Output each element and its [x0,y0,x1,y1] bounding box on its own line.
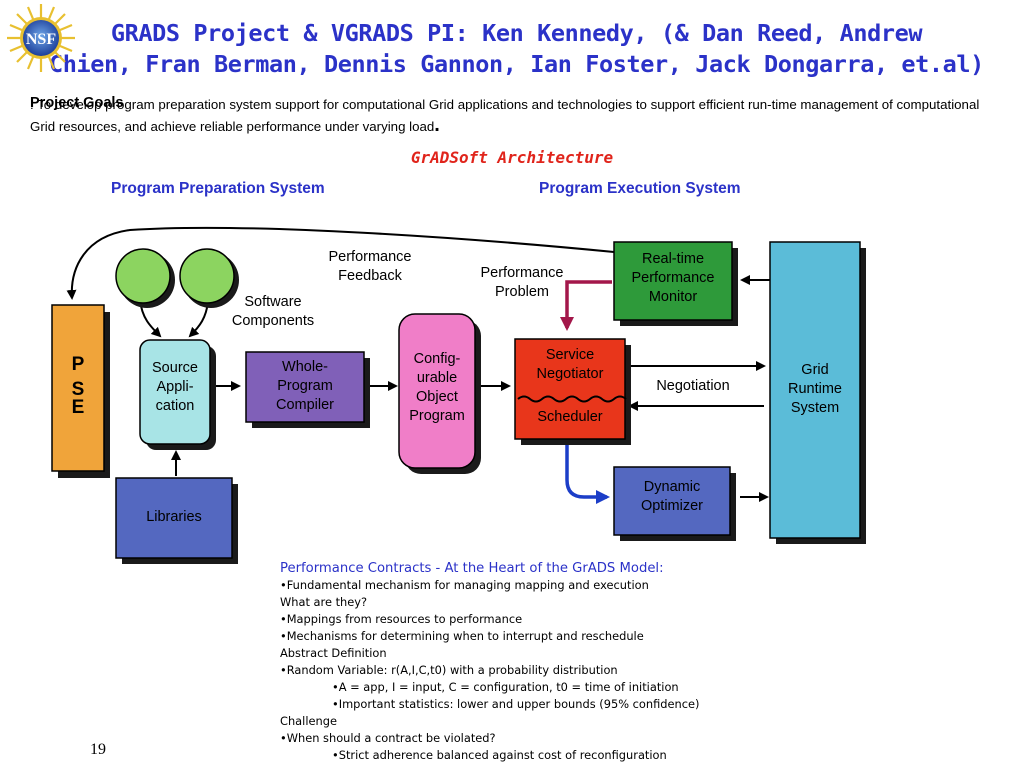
project-goals-label: Project Goals [30,95,124,111]
negotiator-divider [517,395,627,403]
project-goals-end: . [434,114,440,136]
pse-box: P S E [51,304,110,478]
contracts-list: •Fundamental mechanism for managing mapp… [280,577,1000,764]
cop-line2: urable [416,370,458,386]
contracts-line: •Strict adherence balanced against cost … [332,748,667,762]
pse-letter-s: S [72,379,85,400]
slide-title-line1: GRADS Project & VGRADS PI: Ken Kennedy, … [110,19,923,47]
contracts-line: •Fundamental mechanism for managing mapp… [280,578,649,592]
source-application-label: Source Appli- cation [140,359,210,416]
source-line2: Appli- [156,379,194,395]
contracts-line: •Mechanisms for determining when to inte… [280,629,644,643]
contracts-line: What are they? [280,595,368,609]
grid-line2: Runtime [788,381,842,397]
nsf-logo: NSF [7,4,75,72]
source-application-box [139,339,216,450]
page-number: 19 [90,741,106,758]
contracts-line: •A = app, I = input, C = configuration, … [332,680,679,694]
configurable-object-program-box [398,313,481,474]
software-components-line1: Software [244,294,302,310]
contracts-line: •Mappings from resources to performance [280,612,523,626]
software-components-line2: Components [231,313,315,329]
performance-monitor-box [613,241,738,326]
performance-problem-line2: Problem [495,284,549,300]
monitor-line3: Monitor [648,289,698,305]
exec-system-heading: Program Execution System [539,180,741,197]
performance-feedback-line2: Feedback [338,268,402,284]
grid-label: Grid Runtime System [770,361,860,418]
negotiator-label: Service Negotiator [515,346,625,384]
contracts-line: •Random Variable: r(A,I,C,t0) with a pro… [280,663,618,677]
cop-line3: Object [416,389,458,405]
contracts-line: Abstract Definition [280,646,387,660]
performance-feedback-label: Performance Feedback [310,248,430,286]
optimizer-line2: Optimizer [640,498,704,514]
cop-label: Config- urable Object Program [399,350,475,426]
compiler-line1: Whole- [282,359,328,375]
grid-line3: System [790,400,840,416]
scheduler-optimizer-arrow [565,440,610,504]
software-components-label: Software Components [218,293,328,331]
negotiator-line2: Negotiator [536,366,604,382]
performance-feedback-arrow [66,226,615,300]
compiler-line2: Program [277,378,333,394]
architecture-title: GrADSoft Architecture [410,148,614,167]
source-line1: Source [152,360,198,376]
pse-letter-e: E [72,397,85,418]
project-goals: Project Goals: To develop program prepar… [30,94,1005,137]
performance-problem-arrow [560,280,612,331]
contracts-heading: Performance Contracts - At the Heart of … [280,561,664,576]
compiler-label: Whole- Program Compiler [246,358,364,415]
monitor-label: Real-time Performance Monitor [614,250,732,307]
nsf-logo-text: NSF [26,31,56,48]
grid-line1: Grid [801,362,829,378]
negotiator-scheduler-box [514,338,631,445]
negotiation-label: Negotiation [656,378,730,394]
grid-runtime-box [769,241,866,544]
libraries-label: Libraries [146,509,202,525]
libraries-box [115,477,238,564]
performance-problem-label: Performance Problem [462,264,582,302]
negotiator-line1: Service [545,347,595,363]
slide-title-line2: Chien, Fran Berman, Dennis Gannon, Ian F… [49,50,984,78]
pse-letter-p: P [72,354,85,375]
contracts-line: •Important statistics: lower and upper b… [332,697,700,711]
scheduler-label: Scheduler [537,409,603,425]
performance-problem-line1: Performance [480,265,564,281]
optimizer-label: Dynamic Optimizer [614,478,730,516]
cop-line4: Program [409,408,465,424]
performance-contracts: Performance Contracts - At the Heart of … [280,560,1000,764]
cop-line1: Config- [413,351,461,367]
monitor-line2: Performance [631,270,715,286]
compiler-line3: Compiler [275,397,334,413]
project-goals-text: : To develop program preparation system … [30,97,980,134]
contracts-line: •When should a contract be violated? [280,731,496,745]
source-line3: cation [155,398,195,414]
prep-system-heading: Program Preparation System [111,180,325,197]
software-component-left [115,248,175,308]
software-component-right [179,248,239,308]
dynamic-optimizer-box [613,466,736,541]
optimizer-line1: Dynamic [643,479,701,495]
slide-title: GRADS Project & VGRADS PI: Ken Kennedy, … [14,18,1019,80]
performance-feedback-line1: Performance [328,249,412,265]
monitor-line1: Real-time [641,251,705,267]
compiler-box [245,351,370,428]
contracts-line: Challenge [280,714,337,728]
